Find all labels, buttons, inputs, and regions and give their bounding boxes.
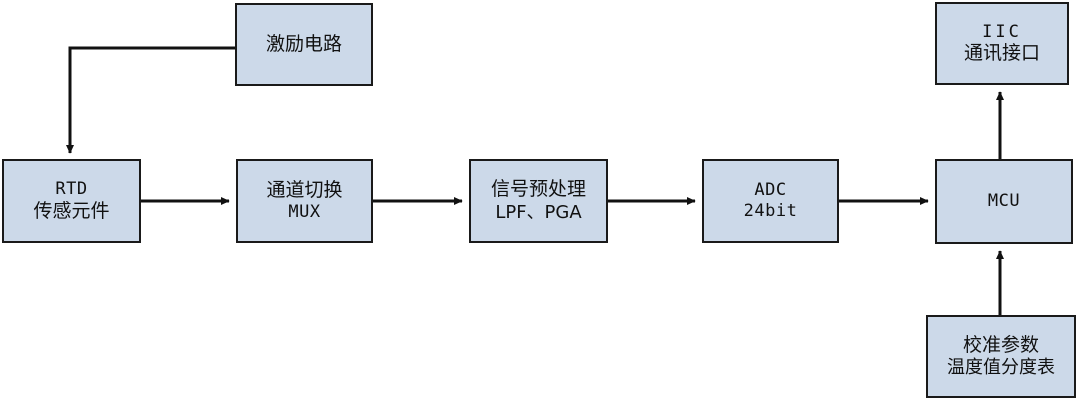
node-iic-interface-label-2: 通讯接口 [963,42,1040,65]
node-calibration-parameters-label-1: 校准参数 [962,333,1039,356]
node-calibration-parameters[interactable]: 校准参数 温度值分度表 [926,315,1076,398]
node-calibration-parameters-label-2: 温度值分度表 [947,357,1055,379]
node-rtd-sensor-label-2: 传感元件 [33,199,110,222]
edge-excitation-to-rtd [65,46,235,154]
node-channel-mux-label-2: MUX [288,202,321,223]
node-signal-preprocessing[interactable]: 信号预处理 LPF、PGA [469,159,608,243]
node-signal-preprocessing-label-2: LPF、PGA [495,201,582,223]
node-excitation-circuit[interactable]: 激励电路 [235,3,373,86]
node-iic-interface[interactable]: IIC 通讯接口 [935,2,1069,85]
node-channel-mux-label-1: 通道切换 [266,179,343,202]
node-adc-label-2: 24bit [743,201,798,221]
node-adc-label-1: ADC [754,180,787,201]
node-iic-interface-label-1: IIC [982,21,1022,42]
node-signal-preprocessing-label-1: 信号预处理 [490,178,586,201]
node-channel-mux[interactable]: 通道切换 MUX [236,159,373,243]
node-rtd-sensor[interactable]: RTD 传感元件 [2,159,141,243]
node-excitation-circuit-label: 激励电路 [265,32,342,55]
node-mcu[interactable]: MCU [935,159,1073,244]
node-mcu-label: MCU [987,191,1021,212]
node-rtd-sensor-label-1: RTD [55,179,88,200]
node-adc[interactable]: ADC 24bit [702,159,839,243]
